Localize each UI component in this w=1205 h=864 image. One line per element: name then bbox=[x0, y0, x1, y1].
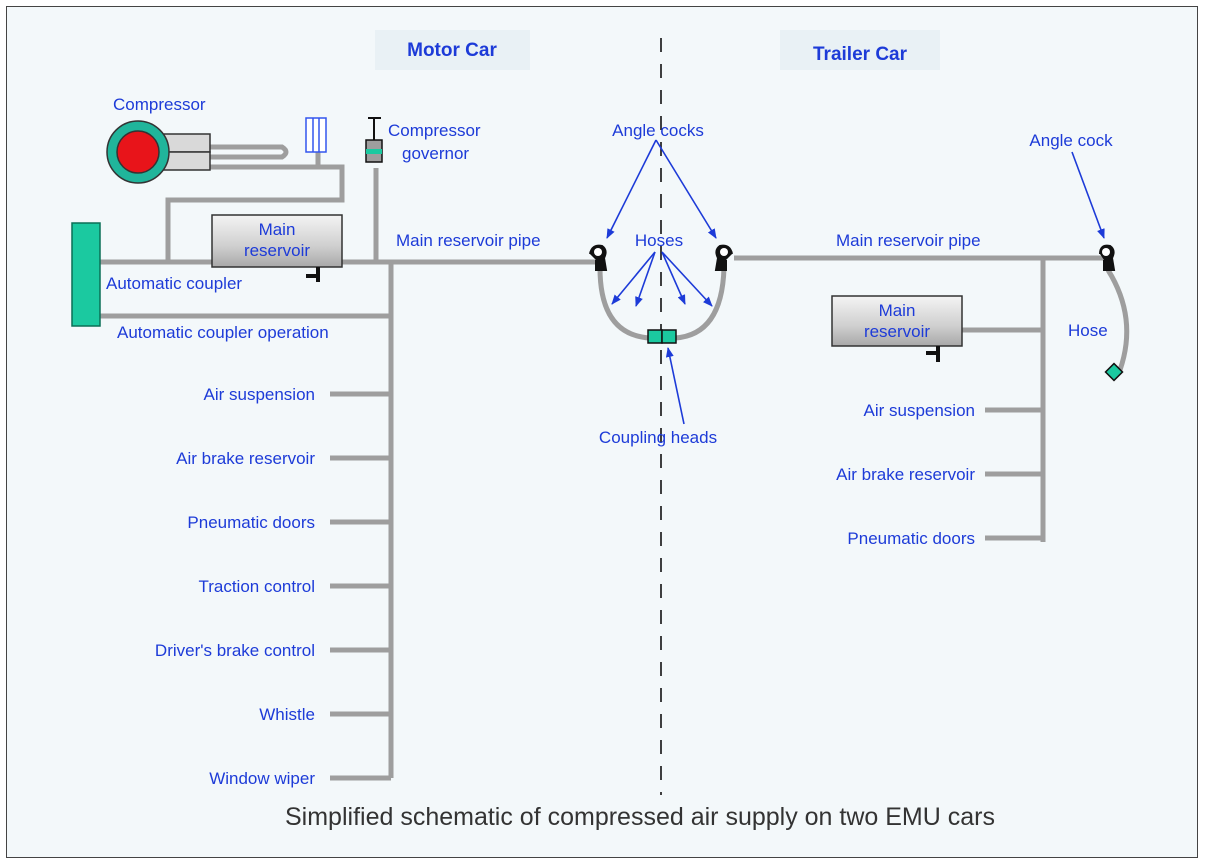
trailer-car-header: Trailer Car bbox=[813, 44, 908, 65]
trailer-car-header-box bbox=[780, 30, 940, 70]
trailer-branch-label: Pneumatic doors bbox=[847, 529, 975, 548]
motor-branch-label: Pneumatic doors bbox=[187, 513, 315, 532]
motor-branch-label: Air brake reservoir bbox=[176, 449, 315, 468]
annotation-arrows bbox=[606, 139, 1105, 425]
automatic-coupler-operation-label: Automatic coupler operation bbox=[117, 323, 329, 342]
automatic-coupler-block bbox=[71, 222, 101, 327]
angle-cock-trailer-icon bbox=[1099, 244, 1116, 271]
motor-main-reservoir bbox=[211, 214, 343, 282]
motor-main-reservoir-label-line2: reservoir bbox=[244, 241, 310, 260]
motor-branch-label: Whistle bbox=[259, 705, 315, 724]
hose-label: Hose bbox=[1068, 321, 1108, 340]
angle-cock-left-icon bbox=[589, 244, 608, 271]
angle-cock-right-icon bbox=[714, 244, 733, 271]
compressor-governor-icon bbox=[365, 117, 383, 163]
trailer-branch-label: Air brake reservoir bbox=[836, 465, 975, 484]
trailer-main-reservoir-label-line1: Main bbox=[879, 301, 916, 320]
trailer-main-reservoir-label-line2: reservoir bbox=[864, 322, 930, 341]
coupling-heads-icon bbox=[647, 329, 677, 344]
motor-branch-label: Window wiper bbox=[209, 769, 315, 788]
compressor-icon bbox=[106, 120, 211, 184]
coupling-heads-label: Coupling heads bbox=[599, 428, 717, 447]
trailer-main-reservoir bbox=[831, 295, 963, 362]
angle-cock-label: Angle cock bbox=[1029, 131, 1113, 150]
main-reservoir-pipe-left-label: Main reservoir pipe bbox=[396, 231, 541, 250]
motor-branch-label: Air suspension bbox=[203, 385, 315, 404]
motor-main-reservoir-label-line1: Main bbox=[259, 220, 296, 239]
hoses-label: Hoses bbox=[635, 231, 683, 250]
angle-cocks-label: Angle cocks bbox=[612, 121, 704, 140]
air-filter-icon bbox=[305, 117, 327, 153]
motor-branch-label: Traction control bbox=[198, 577, 315, 596]
compressor-governor-label-line1: Compressor bbox=[388, 121, 481, 140]
automatic-coupler-label: Automatic coupler bbox=[106, 274, 242, 293]
motor-branch-label: Driver's brake control bbox=[155, 641, 315, 660]
compressor-governor-label-line2: governor bbox=[402, 144, 469, 163]
trailer-hose-coupling-head bbox=[1104, 362, 1124, 382]
compressor-label: Compressor bbox=[113, 95, 206, 114]
main-reservoir-pipe-right-label: Main reservoir pipe bbox=[836, 231, 981, 250]
motor-car-header-box bbox=[375, 30, 530, 70]
trailer-branch-label: Air suspension bbox=[863, 401, 975, 420]
diagram-caption: Simplified schematic of compressed air s… bbox=[285, 803, 995, 831]
trailer-car-pipework bbox=[734, 255, 1130, 542]
motor-car-header: Motor Car bbox=[407, 40, 497, 61]
